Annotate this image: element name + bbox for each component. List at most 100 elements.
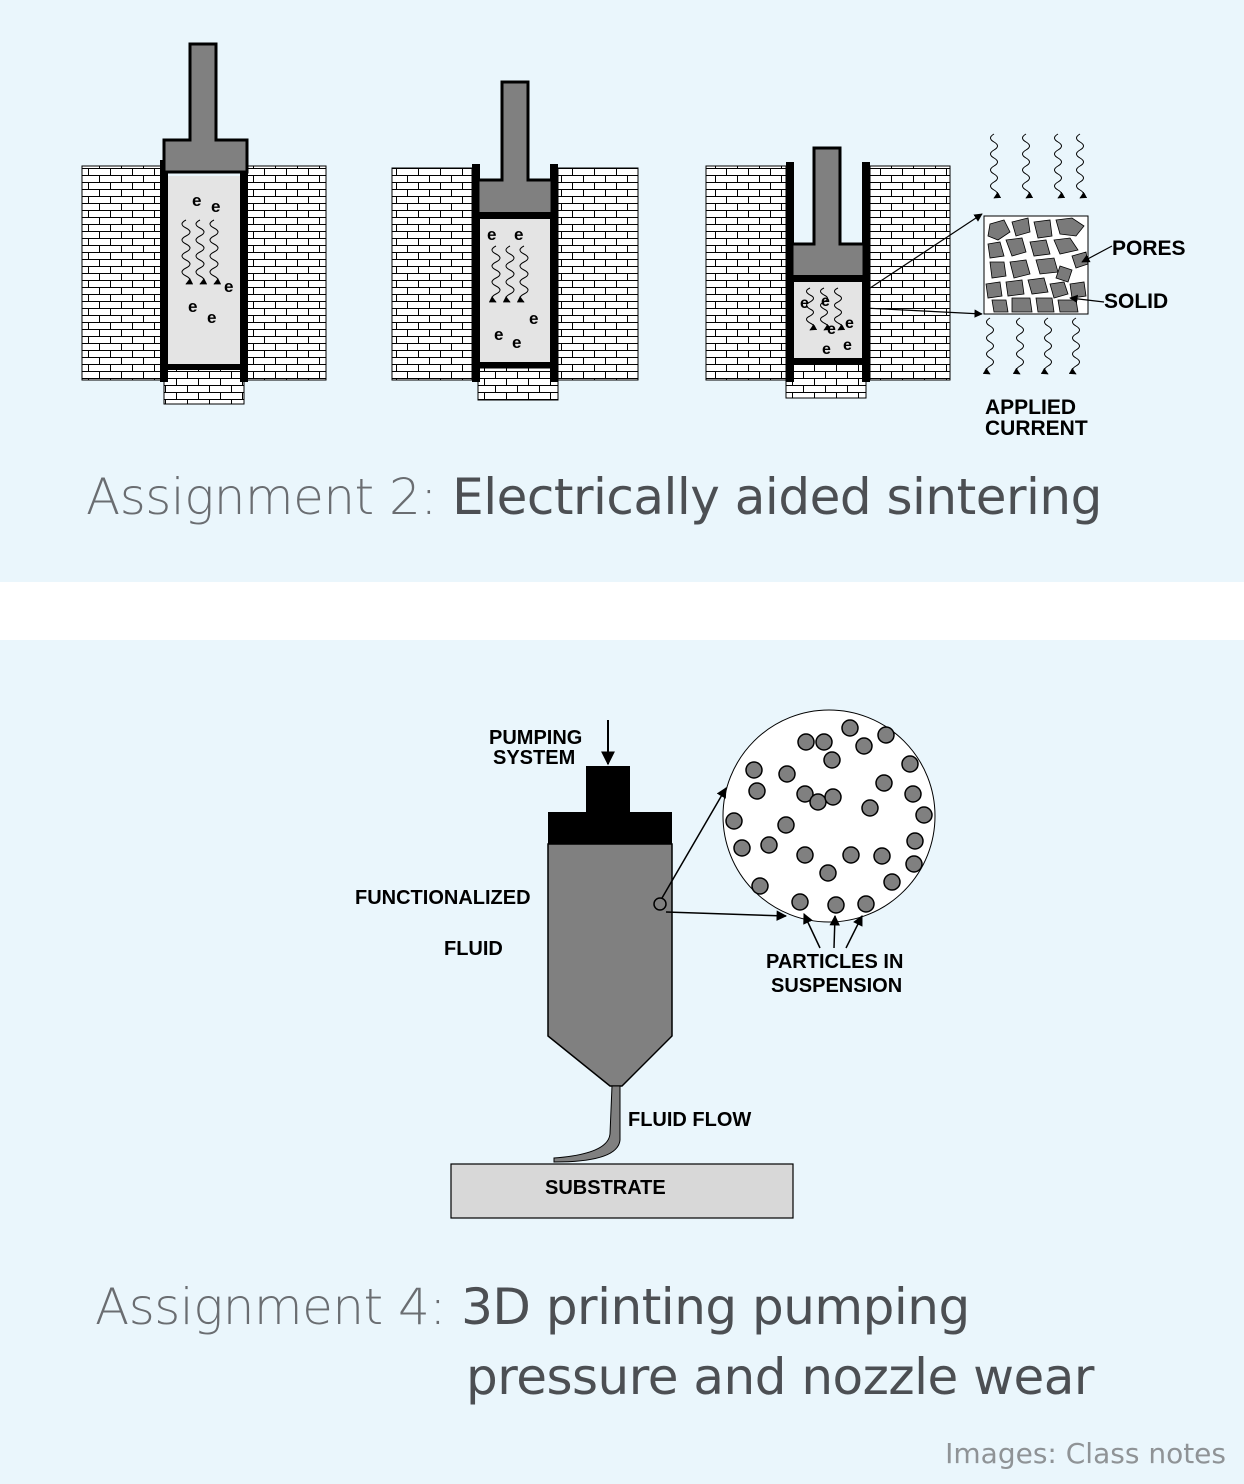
- particle: [733, 839, 751, 857]
- electron-symbol: e: [822, 341, 831, 358]
- assignment-4-topic-line-1: 3D printing pumping: [461, 1278, 970, 1336]
- die-stage-3: e e e e e e: [705, 146, 983, 399]
- particle: [815, 733, 833, 751]
- brick-wall-right: [869, 165, 951, 381]
- particle: [855, 737, 873, 755]
- electron-symbol: e: [188, 297, 197, 316]
- image-credit: Images: Class notes: [945, 1437, 1226, 1470]
- particle: [877, 726, 895, 744]
- die-wall-right: [240, 160, 248, 382]
- electron-symbol: e: [207, 308, 216, 327]
- fluid-flow-stream: [553, 1085, 621, 1163]
- substrate-label: SUBSTRATE: [545, 1177, 666, 1199]
- particle: [796, 785, 814, 803]
- particle: [748, 782, 766, 800]
- particle: [760, 836, 778, 854]
- powder-sample: [794, 280, 862, 360]
- printing-diagram: PUMPING SYSTEM FUNCTIONALIZED FLUID PART…: [355, 709, 936, 1219]
- particle: [901, 755, 919, 773]
- particle: [819, 864, 837, 882]
- assignment-4-topic-line-2: pressure and nozzle wear: [466, 1348, 1095, 1406]
- assignment-2-topic: Electrically aided sintering: [452, 468, 1102, 526]
- current-label: CURRENT: [985, 417, 1088, 440]
- particle: [797, 733, 815, 751]
- particle: [827, 896, 845, 914]
- electron-symbol: e: [827, 321, 836, 338]
- bottom-punch: [166, 364, 242, 370]
- particle: [751, 877, 769, 895]
- current-waves: [488, 245, 529, 303]
- particle: [823, 751, 841, 769]
- electron-symbol: e: [843, 337, 852, 354]
- assignment-4-title-line-1: Assignment 4: 3D printing pumping: [95, 1278, 970, 1336]
- particle: [791, 893, 809, 911]
- brick-wall-right: [245, 165, 327, 381]
- particle: [824, 788, 842, 806]
- particle-zoom-circle: [722, 709, 936, 923]
- particle: [857, 895, 875, 913]
- particle: [906, 832, 924, 850]
- particle: [842, 846, 860, 864]
- particle: [915, 806, 933, 824]
- assignment-4-prefix: Assignment 4:: [95, 1278, 446, 1336]
- particle: [875, 774, 893, 792]
- syringe-body: [547, 843, 673, 1087]
- substrate: [450, 1163, 794, 1219]
- electron-symbol: e: [529, 309, 538, 328]
- top-punch: [790, 146, 866, 280]
- particle: [778, 765, 796, 783]
- die-stage-1: e e e e e: [81, 42, 327, 405]
- particle: [841, 719, 859, 737]
- electron-symbol: e: [800, 295, 809, 312]
- die-wall-left: [160, 160, 168, 382]
- particles-label: PARTICLES IN: [766, 951, 903, 973]
- particle: [745, 761, 763, 779]
- electron-symbol: e: [192, 191, 201, 210]
- particle: [883, 873, 901, 891]
- die-wall-left: [786, 162, 794, 382]
- assignment-4-title-line-2: pressure and nozzle wear: [466, 1348, 1095, 1406]
- electron-symbol: e: [211, 197, 220, 216]
- particle: [905, 855, 923, 873]
- current-waves: [806, 287, 846, 331]
- die-wall-right: [862, 162, 870, 382]
- suspended-particles: [725, 719, 933, 914]
- electron-symbols: e e e e e: [487, 225, 538, 352]
- suspension-label: SUSPENSION: [771, 975, 902, 997]
- assignment-2-panel: e e e e e e e: [0, 0, 1244, 582]
- brick-base: [785, 363, 867, 399]
- assignment-2-title: Assignment 2: Electrically aided sinteri…: [86, 468, 1102, 526]
- particle: [809, 793, 827, 811]
- electron-symbol: e: [514, 225, 523, 244]
- particle: [873, 847, 891, 865]
- pump-block: [586, 766, 630, 812]
- brick-wall-left: [391, 167, 473, 381]
- particle: [861, 799, 879, 817]
- electron-symbol: e: [845, 315, 854, 332]
- fluid-flow-label: FLUID FLOW: [628, 1109, 751, 1131]
- applied-current-waves: [982, 133, 1088, 375]
- powder-sample: [168, 176, 240, 364]
- brick-wall-right: [557, 167, 639, 381]
- die-wall-right: [550, 164, 558, 382]
- powder-sample: [480, 218, 550, 362]
- electron-symbol: e: [224, 277, 233, 296]
- top-punch: [162, 42, 249, 174]
- microstructure-inset: PORES SOLID APPLIED CURRENT: [982, 133, 1186, 440]
- solid-grains: [985, 217, 1089, 313]
- brick-base: [477, 367, 559, 401]
- top-punch: [476, 80, 554, 218]
- sintering-diagram: e e e e e e e: [81, 42, 1186, 440]
- particle: [796, 846, 814, 864]
- particle: [904, 785, 922, 803]
- assignment-2-prefix: Assignment 2:: [86, 468, 437, 526]
- solid-label: SOLID: [1104, 290, 1168, 313]
- applied-label: APPLIED: [985, 396, 1076, 419]
- bottom-punch: [478, 362, 554, 368]
- die-wall-left: [472, 164, 480, 382]
- particle: [777, 816, 795, 834]
- electron-symbols: e e e e e: [188, 191, 233, 327]
- pump-cap: [548, 812, 672, 844]
- pumping-label: PUMPING: [489, 727, 582, 749]
- brick-wall-left: [705, 165, 787, 381]
